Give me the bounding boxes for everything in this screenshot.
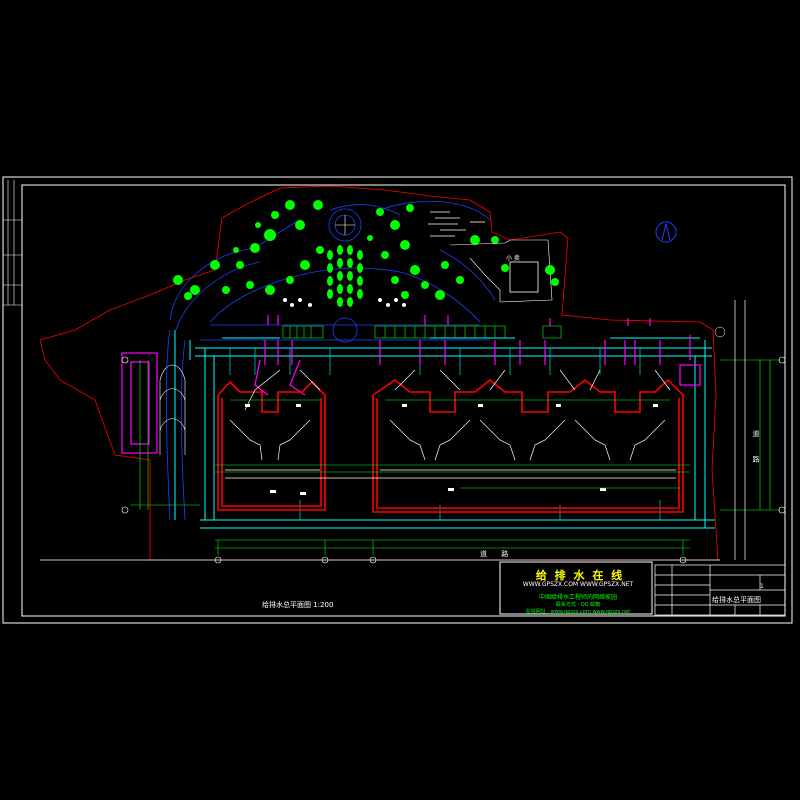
building-west bbox=[217, 380, 326, 511]
stamp-subtitle: 中国给排水工程师的网络家园 bbox=[538, 594, 617, 601]
stamp-title: 给 排 水 在 线 bbox=[535, 569, 625, 582]
road-label-right: 道 路 bbox=[752, 430, 760, 471]
tree-icon bbox=[222, 286, 230, 294]
tree-icon bbox=[316, 246, 324, 254]
tree-icon bbox=[190, 285, 200, 295]
title-block-sheet-number: 1 bbox=[760, 583, 764, 590]
tree-icon bbox=[233, 247, 239, 253]
stamp-contact: 联系方式 : QQ 邮箱 bbox=[555, 602, 601, 608]
tree-icon bbox=[456, 276, 464, 284]
title-block-drawing-name: 给排水总平面图 bbox=[712, 596, 761, 604]
north-arrow-icon bbox=[655, 221, 677, 243]
planter-row bbox=[282, 325, 562, 339]
tree-icon bbox=[285, 200, 295, 210]
tree-icon bbox=[441, 261, 449, 269]
dimension-lines bbox=[130, 359, 780, 555]
tree-icon bbox=[271, 211, 279, 219]
sheet-caption: 给排水总平面图 1:200 bbox=[262, 601, 334, 609]
tree-icon bbox=[173, 275, 183, 285]
tree-icon bbox=[367, 235, 373, 241]
tree-icon bbox=[714, 326, 726, 338]
tree-icon bbox=[264, 229, 276, 241]
tree-icon bbox=[184, 292, 192, 300]
tree-icon bbox=[401, 291, 409, 299]
tree-icon bbox=[376, 208, 384, 216]
tree-icon bbox=[381, 251, 389, 259]
tree-avenue bbox=[327, 245, 363, 307]
tree-icon bbox=[400, 240, 410, 250]
tree-icon bbox=[313, 200, 323, 210]
water-pipes bbox=[174, 330, 715, 529]
stamp-box bbox=[499, 561, 653, 615]
tree-icon bbox=[295, 220, 305, 230]
tree-icon bbox=[255, 222, 261, 228]
shrub-group bbox=[283, 298, 406, 307]
fountain-icon bbox=[335, 215, 355, 235]
west-gate-area bbox=[159, 364, 186, 455]
building-interior bbox=[225, 369, 676, 479]
tree-icon bbox=[390, 220, 400, 230]
kiosk bbox=[449, 239, 559, 303]
tree-icon bbox=[491, 236, 499, 244]
paving-hatch bbox=[428, 211, 485, 237]
landscape-area bbox=[165, 200, 496, 521]
tree-group bbox=[173, 200, 499, 300]
binding-strip bbox=[3, 180, 22, 306]
tree-icon bbox=[470, 235, 480, 245]
tree-icon bbox=[250, 243, 260, 253]
valve-markers bbox=[121, 315, 701, 454]
road-label-bottom: 道 路 bbox=[480, 550, 515, 558]
title-block bbox=[654, 564, 786, 616]
tree-icon bbox=[210, 260, 220, 270]
outer-frame bbox=[2, 176, 793, 624]
tree-icon bbox=[246, 281, 254, 289]
room-marks bbox=[245, 404, 658, 495]
kiosk-label: 小 卖 bbox=[506, 255, 520, 262]
tree-icon bbox=[286, 276, 294, 284]
tree-icon bbox=[300, 260, 310, 270]
tree-icon bbox=[421, 281, 429, 289]
stamp-url: WWW.GPSZX.COM WWW.GPSZX.NET bbox=[522, 581, 634, 588]
tree-icon bbox=[435, 290, 445, 300]
road-edges bbox=[40, 300, 746, 561]
building-east bbox=[372, 378, 684, 513]
tree-icon bbox=[391, 276, 399, 284]
site-boundary bbox=[39, 185, 719, 561]
tree-icon bbox=[410, 265, 420, 275]
tree-icon bbox=[236, 261, 244, 269]
tree-icon bbox=[406, 204, 414, 212]
stamp-website: 在线网址 : www.gpszx.com www.gpszx.net bbox=[525, 609, 631, 615]
inner-frame bbox=[21, 184, 786, 617]
tree-icon bbox=[265, 285, 275, 295]
